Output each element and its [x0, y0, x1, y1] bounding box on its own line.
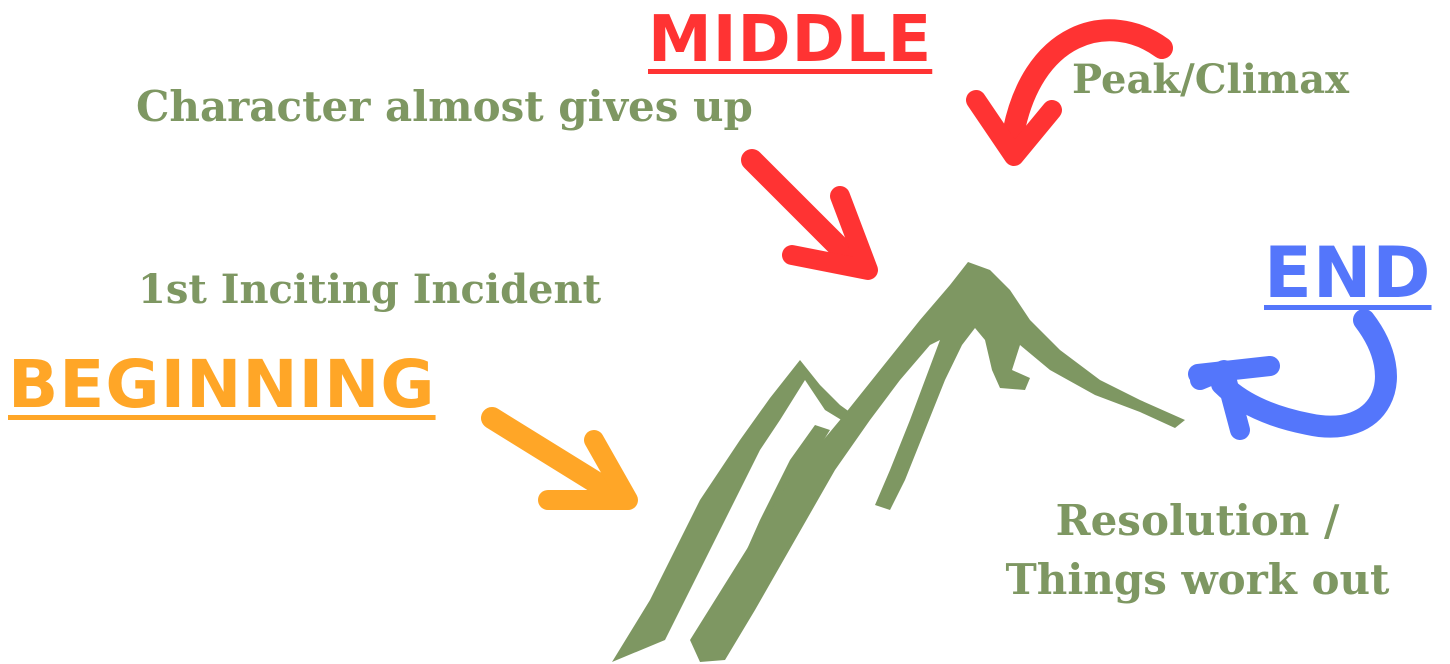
resolution-note: Resolution / Things work out: [975, 492, 1420, 610]
arrow-blue-curved-icon: [1198, 320, 1386, 430]
middle-heading: MIDDLE: [648, 8, 932, 72]
peak-climax-note: Peak/Climax: [1072, 60, 1349, 100]
end-heading: END: [1264, 238, 1432, 308]
arrow-orange-icon: [492, 418, 628, 500]
resolution-line-1: Resolution /: [975, 492, 1420, 551]
arrow-red-straight-icon: [752, 160, 868, 270]
gives-up-note: Character almost gives up: [136, 86, 753, 128]
resolution-line-2: Things work out: [975, 551, 1420, 610]
inciting-incident-note: 1st Inciting Incident: [138, 270, 601, 310]
beginning-heading: BEGINNING: [8, 352, 436, 418]
